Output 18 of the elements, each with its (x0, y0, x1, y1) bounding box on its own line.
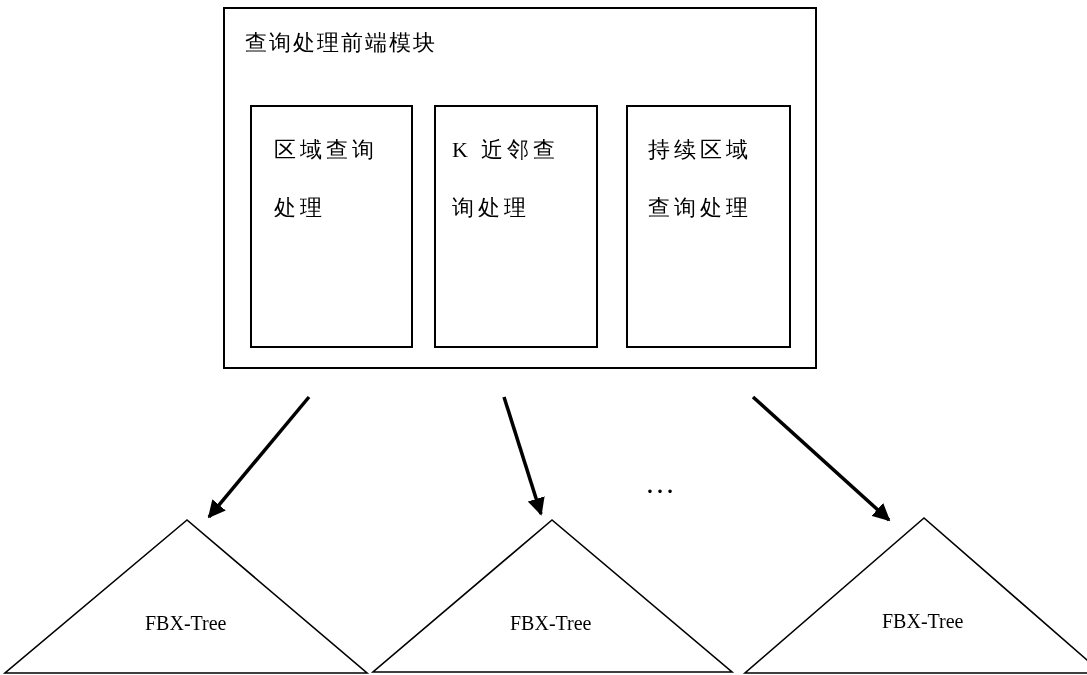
box-label: 区域查询处理 (274, 136, 379, 222)
ellipsis-label: … (645, 466, 675, 500)
process-box (626, 105, 791, 348)
tree-triangle (5, 520, 367, 673)
box-label: 持续区域查询处理 (648, 136, 753, 222)
tree-label: FBX-Tree (145, 612, 227, 635)
module-box (223, 7, 817, 369)
arrow (207, 395, 311, 519)
tree-triangle (373, 520, 732, 672)
arrow (502, 396, 545, 516)
tree-triangle (745, 518, 1087, 673)
tree-label: FBX-Tree (882, 610, 964, 633)
tree-label: FBX-Tree (510, 612, 592, 635)
process-box (250, 105, 413, 348)
process-box (434, 105, 598, 348)
module-title: 查询处理前端模块 (245, 29, 438, 57)
arrow (751, 395, 891, 522)
box-label: K 近邻查询处理 (452, 136, 561, 222)
